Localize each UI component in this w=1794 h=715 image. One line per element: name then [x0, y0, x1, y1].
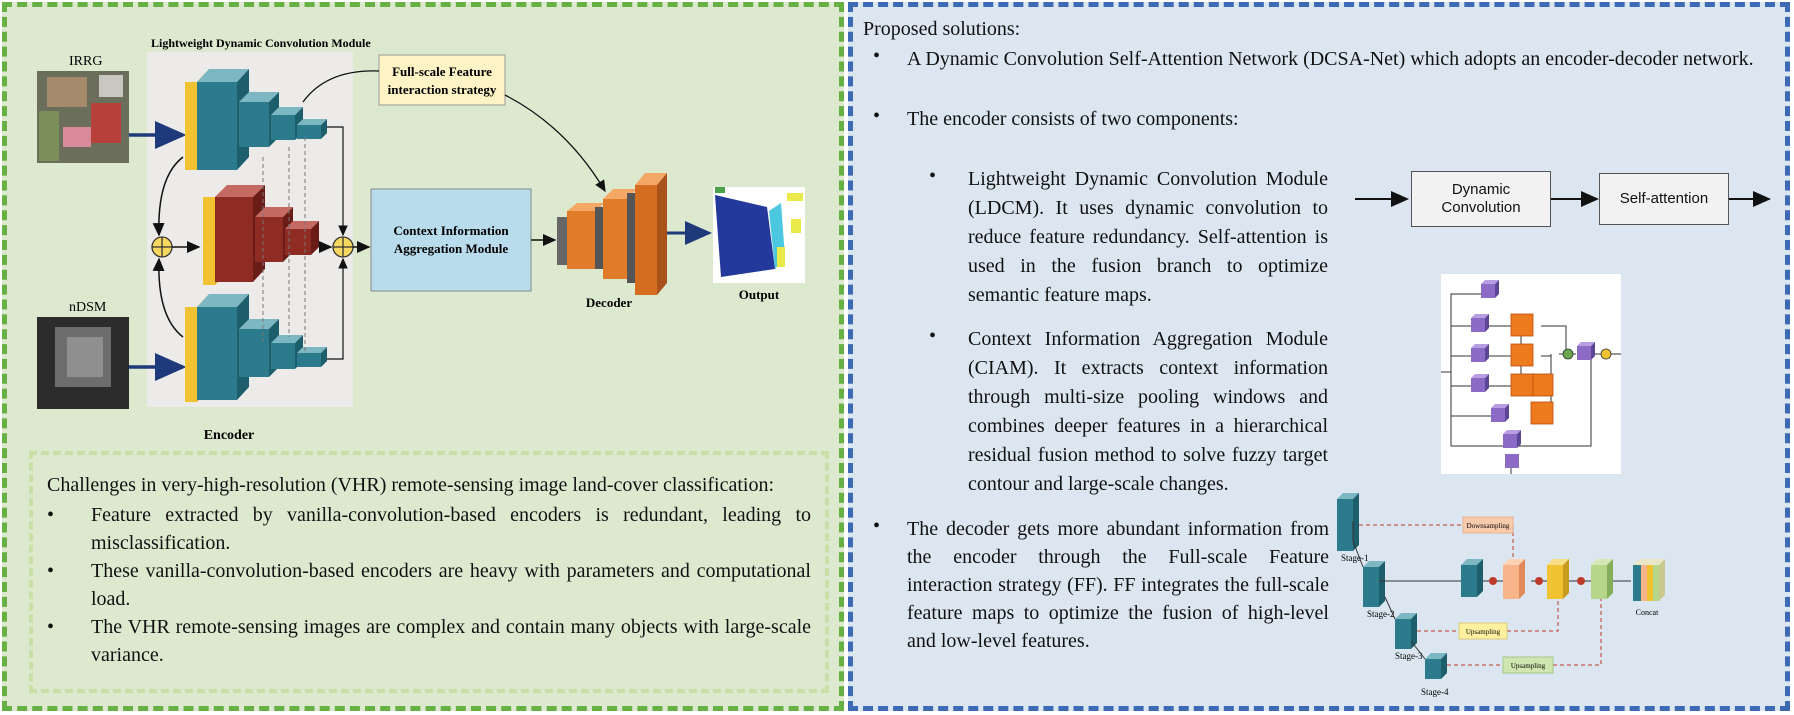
ndsm-image	[37, 317, 129, 409]
add-node	[1489, 577, 1497, 585]
decoder-label: Decoder	[586, 295, 632, 310]
flow-box1-line1: Dynamic	[1451, 181, 1511, 198]
ldcm-flow-arrows	[1355, 191, 1771, 207]
solution-bullet-3: The decoder gets more abundant informati…	[907, 518, 1329, 652]
right-panel: Proposed solutions: • A Dynamic Convolut…	[848, 2, 1790, 711]
left-panel: Lightweight Dynamic Convolution Module I…	[2, 2, 844, 711]
top-encoder-branch	[185, 69, 327, 170]
bullet-marker: •	[873, 105, 881, 127]
ciam-box	[370, 188, 532, 292]
fusion-add-right	[332, 236, 354, 258]
stage1-label: Stage-1	[1341, 553, 1369, 563]
list-item: The VHR remote-sensing images are comple…	[47, 613, 811, 669]
stage2-label: Stage-2	[1367, 609, 1395, 619]
downsampling-box	[1462, 516, 1514, 534]
bullet-marker: •	[873, 45, 881, 67]
bottom-encoder-branch	[185, 294, 327, 402]
bullet-marker: •	[873, 515, 881, 537]
flow-box1-line2: Convolution	[1441, 199, 1521, 216]
decoder-block	[557, 173, 667, 295]
ndsm-label: nDSM	[69, 300, 107, 315]
list-item: Feature extracted by vanilla-convolution…	[47, 501, 811, 557]
irrg-label: IRRG	[69, 54, 102, 69]
upsampling-label-1: Upsampling	[1466, 628, 1501, 636]
output-map	[713, 187, 805, 283]
challenges-intro: Challenges in very-high-resolution (VHR)…	[47, 474, 775, 496]
ff-structure-diagram: Stage-1 Stage-2 Stage-3 Stage-4 Downsamp…	[1337, 493, 1665, 697]
bullet-marker: •	[929, 165, 937, 187]
stage4-label: Stage-4	[1421, 687, 1449, 697]
fusion-add-left	[151, 236, 173, 258]
concat-node	[1562, 348, 1574, 360]
purple-cube	[1471, 280, 1595, 468]
ff-label-line1: Full-scale Feature	[392, 64, 492, 79]
stage3-label: Stage-3	[1395, 651, 1423, 661]
solutions-heading: Proposed solutions:	[863, 18, 1021, 40]
orange-grid-cube	[1510, 313, 1554, 425]
self-attention-box: Self-attention	[1599, 173, 1729, 225]
network-diagram: Lightweight Dynamic Convolution Module I…	[37, 36, 805, 443]
solution-bullet-1: A Dynamic Convolution Self-Attention Net…	[907, 48, 1754, 70]
stage-block	[1337, 493, 1447, 679]
solution-sub-ldcm: Lightweight Dynamic Convolution Module (…	[968, 168, 1328, 306]
ciam-label-line1: Context Information	[393, 223, 509, 238]
add-node	[1535, 577, 1543, 585]
encoder-label: Encoder	[204, 428, 255, 443]
irrg-image	[37, 71, 129, 163]
solution-bullet-2: The encoder consists of two components:	[907, 108, 1239, 130]
concat-label: Concat	[1636, 608, 1659, 617]
challenges-box: Challenges in very-high-resolution (VHR)…	[29, 451, 829, 693]
concat-block	[1633, 559, 1665, 601]
upsampling-label-2: Upsampling	[1511, 662, 1546, 670]
upsampling-box-2	[1502, 656, 1554, 674]
list-item: These vanilla-convolution-based encoders…	[47, 557, 811, 613]
add-node	[1600, 348, 1612, 360]
output-label: Output	[739, 287, 780, 302]
add-node	[1577, 577, 1585, 585]
ciam-structure-diagram	[1441, 274, 1621, 474]
ff-label-line2: interaction strategy	[388, 82, 497, 97]
upsampling-box-1	[1458, 622, 1508, 640]
flow-box2-label: Self-attention	[1619, 190, 1709, 207]
challenges-list: Feature extracted by vanilla-convolution…	[47, 501, 811, 669]
ff-box	[378, 54, 506, 106]
bullet-marker: •	[929, 325, 937, 347]
downsampling-label: Downsampling	[1467, 522, 1510, 530]
ciam-label-line2: Aggregation Module	[394, 241, 508, 256]
module-title: Lightweight Dynamic Convolution Module	[151, 36, 371, 50]
solution-sub-ciam: Context Information Aggregation Module (…	[968, 328, 1328, 495]
middle-encoder-branch	[203, 185, 319, 285]
